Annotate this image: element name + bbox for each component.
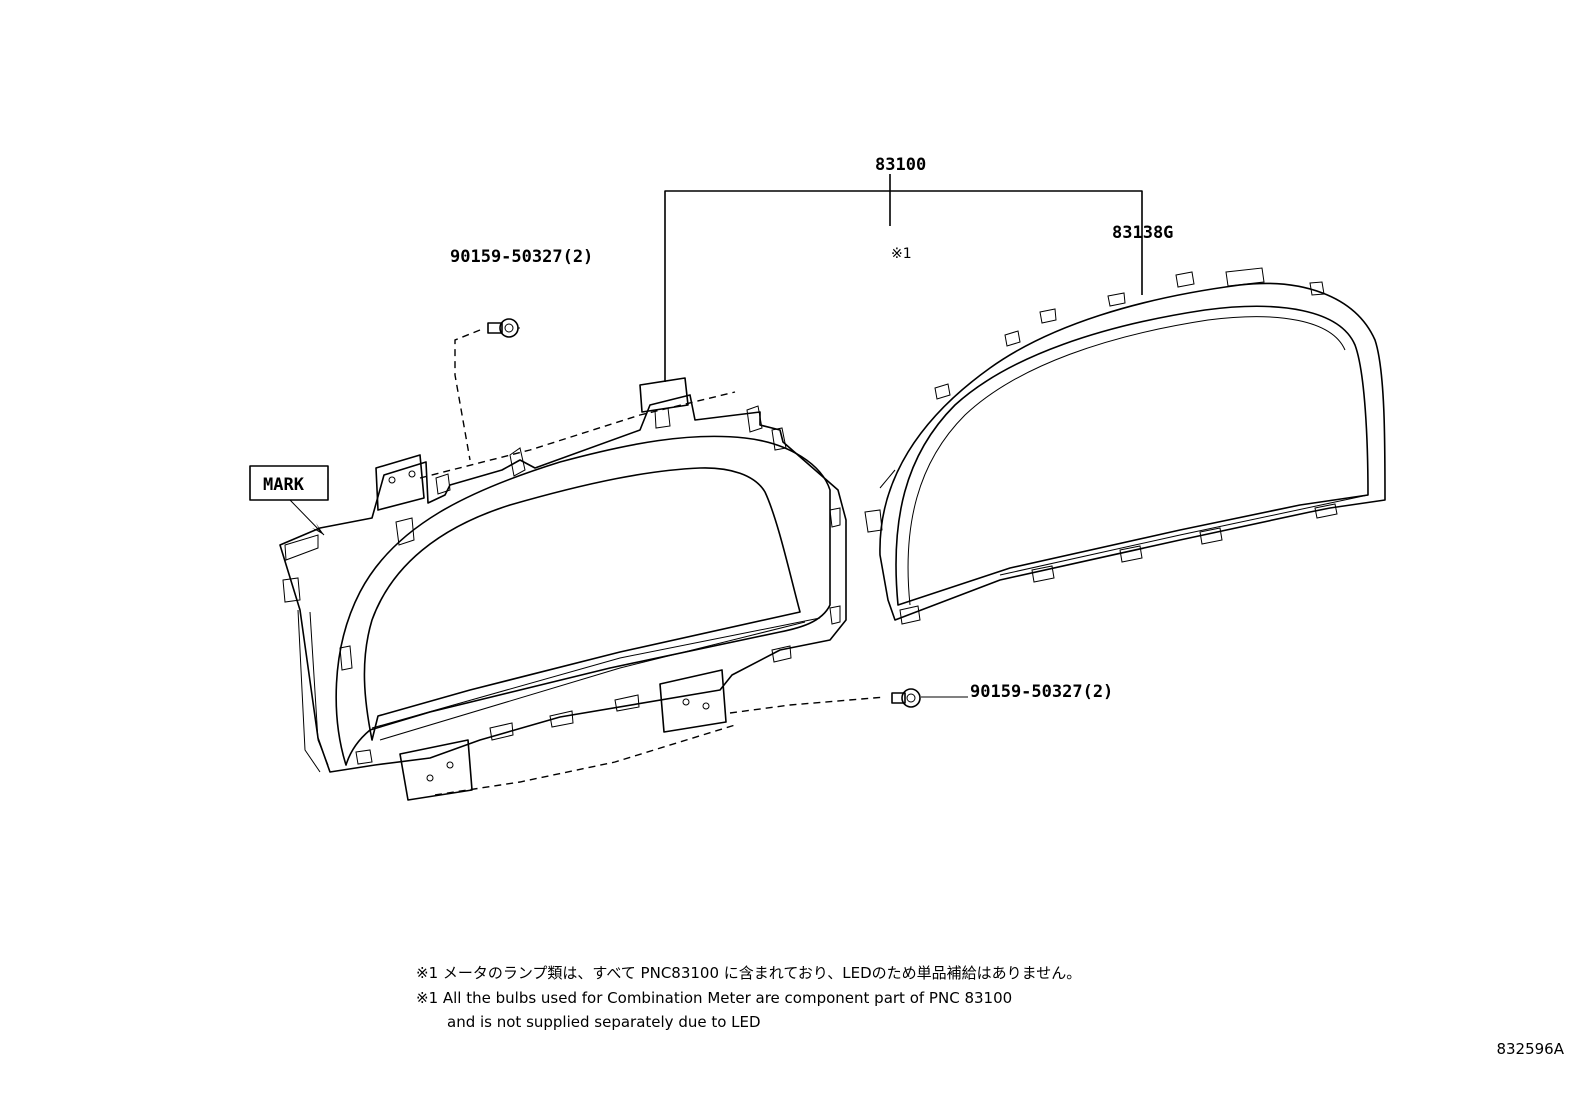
mark-callout: MARK	[249, 465, 329, 536]
note-english-line1: ※1 All the bulbs used for Combination Me…	[416, 989, 1013, 1007]
note-english-line2: and is not supplied separately due to LE…	[447, 1013, 761, 1031]
screw-right-icon	[891, 688, 968, 708]
label-mark: MARK	[263, 475, 305, 495]
combination-meter-body	[279, 377, 847, 801]
leader-83100	[664, 174, 1143, 382]
label-83100: 83100	[875, 155, 926, 175]
screw-top-icon	[487, 318, 520, 338]
note-japanese: ※1 メータのランプ類は、すべて PNC83100 に含まれており、LEDのため…	[416, 964, 1082, 982]
label-screw-right: 90159-50327(2)	[970, 682, 1113, 702]
meter-lens	[864, 267, 1386, 625]
label-83138g: 83138G	[1112, 223, 1173, 243]
label-note-ref: ※1	[891, 246, 912, 262]
label-screw-top: 90159-50327(2)	[450, 247, 593, 267]
assembly-dashed-lines	[419, 329, 886, 796]
figure-code: 832596A	[1496, 1040, 1564, 1058]
